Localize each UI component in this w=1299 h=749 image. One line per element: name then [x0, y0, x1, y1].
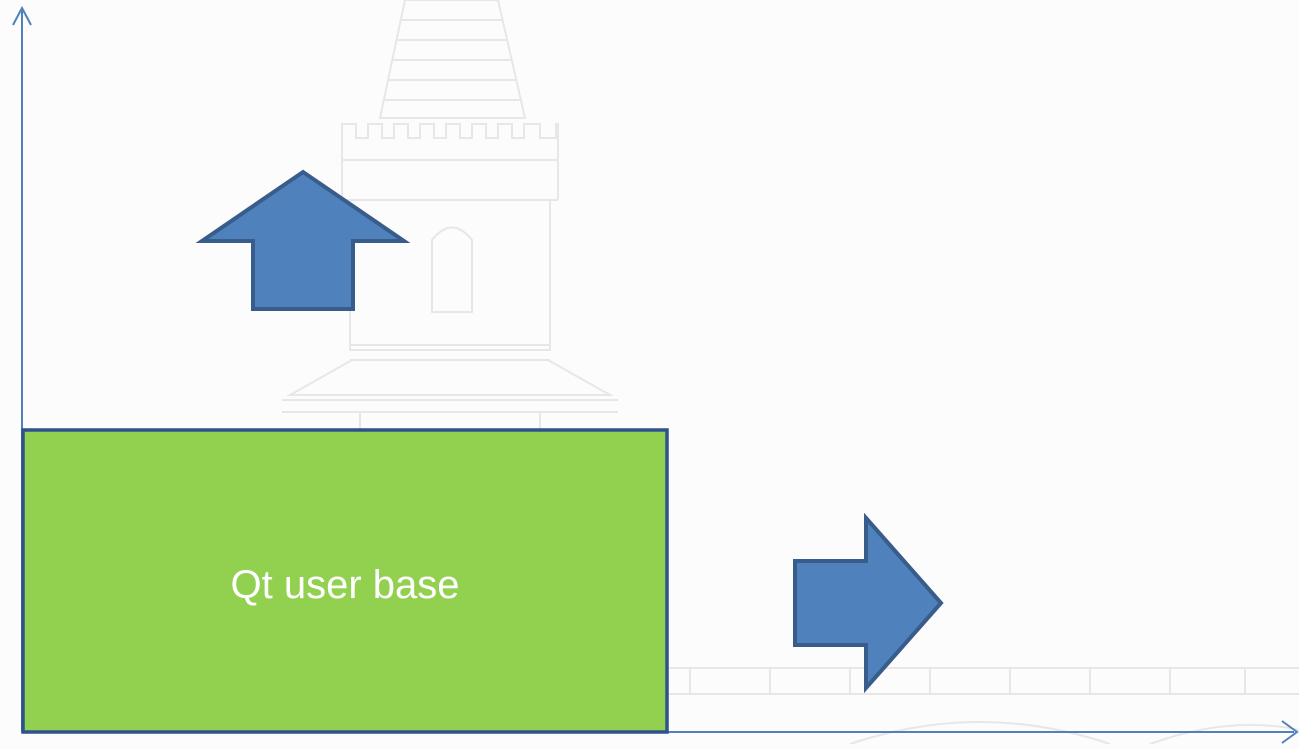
growth-up-arrow-icon: [195, 169, 411, 311]
qt-user-base-box: [21, 428, 669, 734]
tower-watermark-icon: [282, 0, 1299, 745]
growth-right-arrow-icon: [793, 512, 944, 694]
vertical-axis-arrowhead-icon: [12, 5, 32, 26]
horizontal-axis-arrowhead-icon: [1281, 720, 1299, 744]
qt-user-base-label: Qt user base: [230, 563, 459, 607]
